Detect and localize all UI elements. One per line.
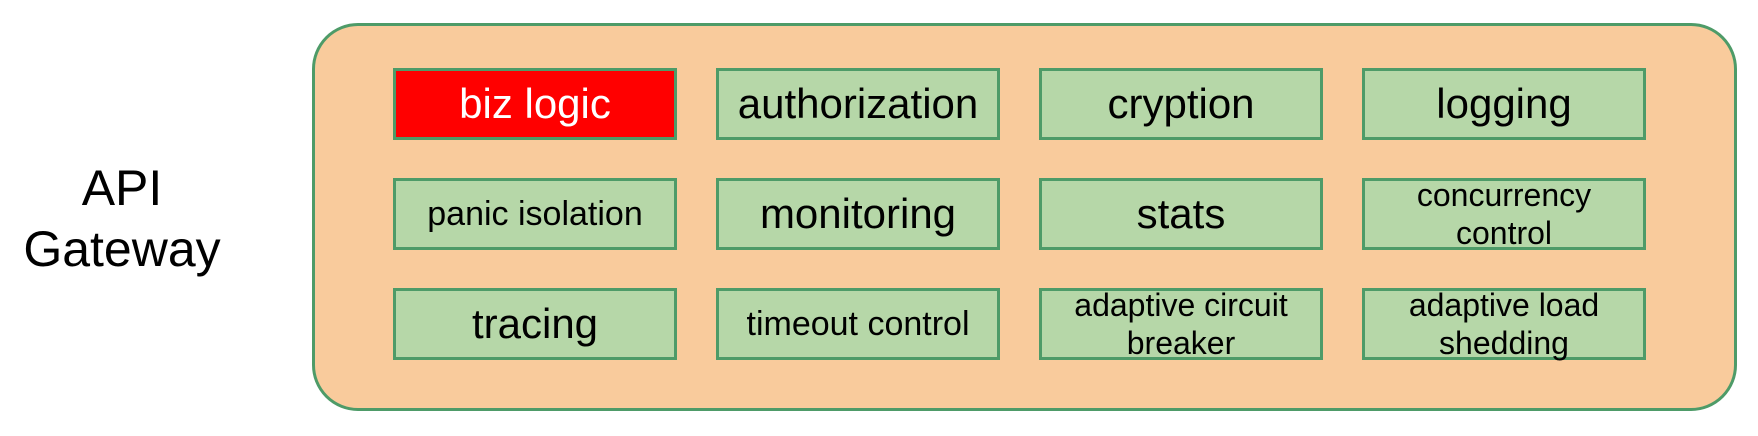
- module-box-logging: logging: [1362, 68, 1646, 140]
- api-gateway-label: API Gateway: [12, 158, 232, 280]
- module-box-tracing: tracing: [393, 288, 677, 360]
- module-box-biz-logic: biz logic: [393, 68, 677, 140]
- module-box-cryption: cryption: [1039, 68, 1323, 140]
- module-box-stats: stats: [1039, 178, 1323, 250]
- module-grid: biz logic authorization cryption logging pan…: [315, 26, 1734, 408]
- module-box-authorization: authorization: [716, 68, 1000, 140]
- module-box-adaptive-circuit-breaker: adaptive circuit breaker: [1039, 287, 1323, 361]
- module-box-panic-isolation: panic isolation: [393, 178, 677, 250]
- api-gateway-label-line1: API: [81, 160, 163, 216]
- gateway-boundary-box: biz logic authorization cryption logging pan…: [312, 23, 1737, 411]
- module-box-timeout-control: timeout control: [716, 288, 1000, 360]
- api-gateway-label-line2: Gateway: [23, 221, 221, 277]
- module-box-monitoring: monitoring: [716, 178, 1000, 250]
- module-box-concurrency-control: concurrency control: [1362, 177, 1646, 251]
- module-box-adaptive-load-shedding: adaptive load shedding: [1362, 287, 1646, 361]
